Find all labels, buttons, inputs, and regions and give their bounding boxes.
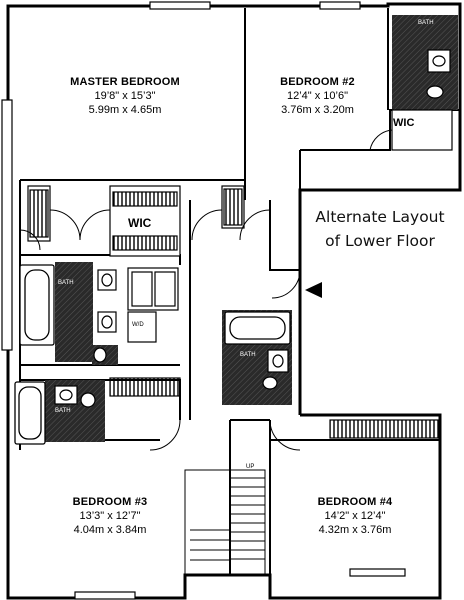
wic-bedroom2-label: WIC [393,117,415,129]
room-name: BEDROOM #2 [280,76,355,88]
bedroom-3-label: BEDROOM #3 13’3" x 12’7" 4.04m x 3.84m [35,495,185,537]
room-size-imperial: 12’4" x 10’6" [286,90,348,102]
bath-label: BATH [240,352,256,358]
room-size-imperial: 19’8" x 15’3" [94,90,156,102]
bathtubs [14,264,291,445]
stair-treads [190,477,265,561]
room-size-metric: 4.04m x 3.84m [73,524,147,536]
wic-master-label: WIC [128,216,152,230]
room-size-metric: 4.32m x 3.76m [318,524,392,536]
master-bedroom-label: MASTER BEDROOM 19’8" x 15’3" 5.99m x 4.6… [40,75,210,117]
closets [27,109,453,439]
bath-label: BATH [55,408,71,414]
room-name: BEDROOM #4 [317,496,393,508]
room-size-metric: 5.99m x 4.65m [88,104,162,116]
bedroom-2-label: BEDROOM #2 12’4" x 10’6" 3.76m x 3.20m [250,75,385,117]
plumbing-fixtures [54,49,451,408]
windows [1,1,406,600]
room-name: MASTER BEDROOM [70,76,180,88]
staircase [184,469,266,576]
caption-line-2: of Lower Floor [325,232,435,250]
stair-up-label: UP [246,464,255,470]
room-name: BEDROOM #3 [72,496,148,508]
alternate-layout-caption: Alternate Layout of Lower Floor [300,205,460,253]
room-size-imperial: 14’2" x 12’4" [324,510,386,522]
washer-dryer [127,267,179,343]
door-swings [19,129,393,451]
arrow-left-icon [305,282,322,298]
bedroom-4-label: BEDROOM #4 14’2" x 12’4" 4.32m x 3.76m [285,495,425,537]
bath-label: BATH [58,280,74,286]
room-size-imperial: 13’3" x 12’7" [79,510,141,522]
room-size-metric: 3.76m x 3.20m [281,104,354,116]
bath-label: BATH [418,20,434,26]
washer-dryer-label: W/D [132,322,144,328]
caption-line-1: Alternate Layout [315,208,445,226]
